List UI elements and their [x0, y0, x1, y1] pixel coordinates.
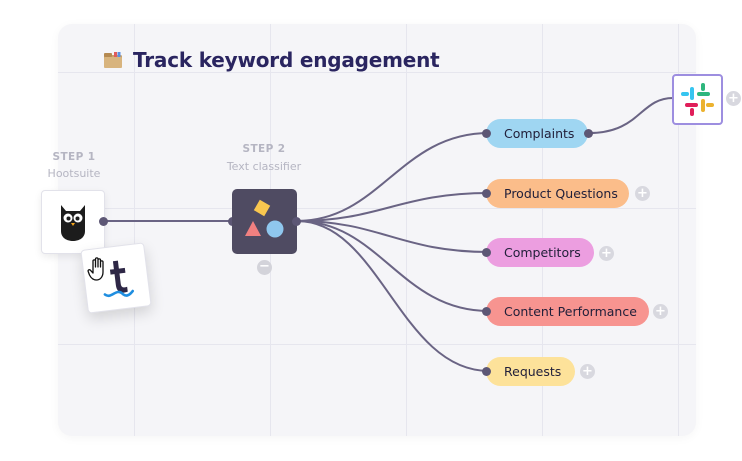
add-step-button[interactable]: +: [726, 91, 741, 106]
category-input-port[interactable]: [482, 129, 491, 138]
collapse-step2-button[interactable]: −: [257, 260, 272, 275]
step2-label: STEP 2: [242, 143, 286, 155]
category-label: Product Questions: [504, 186, 618, 201]
text-classifier-step-card[interactable]: [232, 189, 297, 254]
wire-complaints-slack: [588, 97, 674, 134]
step2-output-port[interactable]: [292, 217, 301, 226]
wire-to-product-questions: [296, 192, 490, 222]
category-input-port[interactable]: [482, 367, 491, 376]
add-step-button[interactable]: +: [599, 246, 614, 261]
folder-icon: [103, 51, 123, 69]
workflow-title-row: Track keyword engagement: [103, 48, 440, 72]
category-input-port[interactable]: [482, 248, 491, 257]
step1-app-name: Hootsuite: [47, 167, 101, 180]
wire-to-requests: [296, 220, 490, 372]
add-step-button[interactable]: +: [580, 364, 595, 379]
wire-to-complaints: [296, 132, 490, 222]
step1-output-port[interactable]: [99, 217, 108, 226]
workflow-title: Track keyword engagement: [133, 48, 440, 72]
category-label: Requests: [504, 364, 562, 379]
hootsuite-owl-icon: [61, 205, 85, 241]
category-content-performance[interactable]: Content Performance: [482, 297, 649, 326]
step1-label: STEP 1: [52, 151, 96, 163]
tweet-app-icon: [103, 260, 135, 297]
workflow-canvas: [58, 24, 696, 436]
complaints-output-port[interactable]: [584, 129, 593, 138]
hand-cursor-icon: [87, 256, 111, 286]
category-label: Competitors: [504, 245, 581, 260]
category-complaints[interactable]: Complaints: [482, 119, 588, 148]
category-label: Complaints: [504, 126, 575, 141]
shapes-icon: [245, 199, 284, 238]
add-step-button[interactable]: +: [653, 304, 668, 319]
slack-step-card[interactable]: [672, 74, 723, 125]
category-product-questions[interactable]: Product Questions: [482, 179, 629, 208]
add-step-button[interactable]: +: [635, 186, 650, 201]
category-competitors[interactable]: Competitors: [482, 238, 594, 267]
category-input-port[interactable]: [482, 189, 491, 198]
dragged-app-card[interactable]: [80, 242, 152, 314]
wire-to-competitors: [296, 220, 490, 253]
hootsuite-step-card[interactable]: [41, 190, 105, 254]
wire-to-content-performance: [296, 220, 490, 312]
category-label: Content Performance: [504, 304, 637, 319]
slack-icon: [681, 83, 714, 116]
category-input-port[interactable]: [482, 307, 491, 316]
step2-app-name: Text classifier: [226, 160, 302, 173]
category-requests[interactable]: Requests: [482, 357, 575, 386]
